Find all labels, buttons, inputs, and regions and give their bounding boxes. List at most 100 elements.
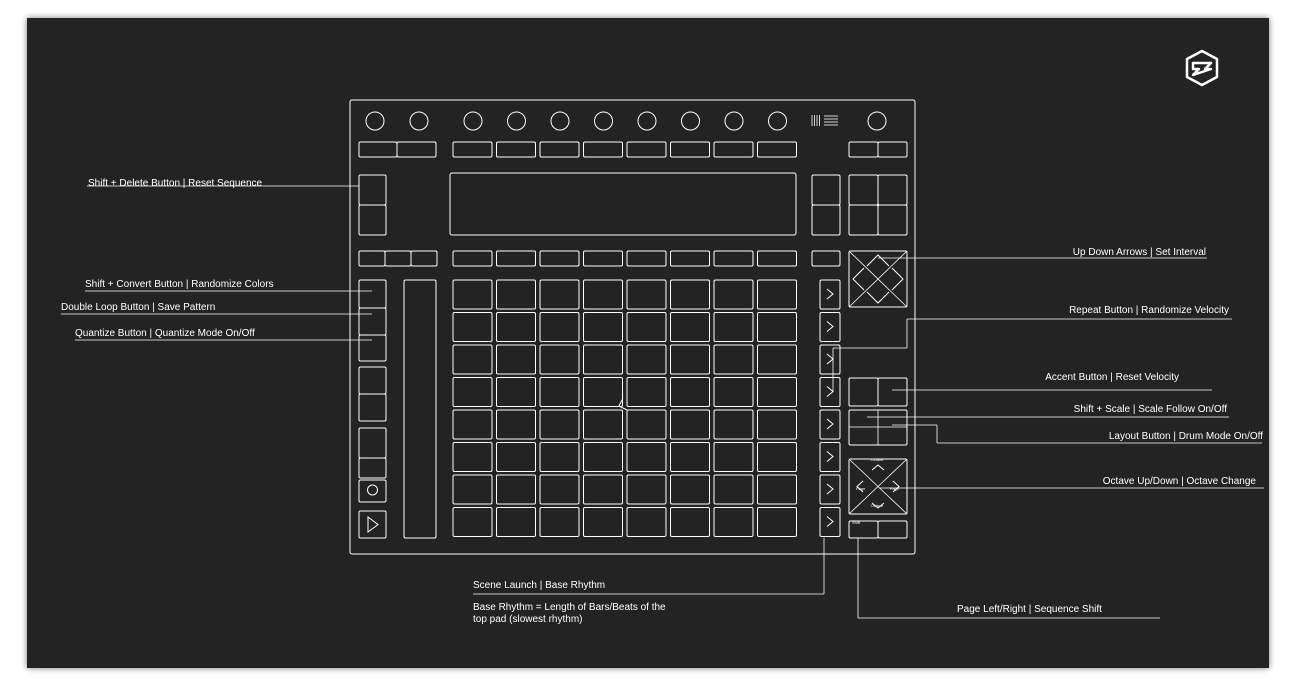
pad-center-mark bbox=[618, 397, 628, 411]
pad-r6-c2 bbox=[496, 442, 536, 472]
pad-r3-c8 bbox=[757, 344, 797, 375]
pad-r6-c6 bbox=[670, 442, 710, 472]
scene-launch-arrow-icon bbox=[826, 386, 834, 397]
record-icon bbox=[367, 484, 378, 496]
page-label-right: Page bbox=[890, 486, 900, 491]
play-icon bbox=[367, 516, 379, 533]
pad-r4-c8 bbox=[757, 377, 797, 407]
ableton-push-logo-icon bbox=[1185, 49, 1219, 87]
scene-launch-button-2 bbox=[819, 312, 841, 342]
pad-r5-c2 bbox=[496, 409, 536, 440]
pad-r1-c4 bbox=[583, 279, 623, 310]
octave-page-cluster bbox=[848, 458, 908, 515]
track-encoder-7 bbox=[724, 111, 744, 131]
pad-r3-c5 bbox=[626, 344, 667, 375]
pad-r5-c3 bbox=[539, 409, 580, 440]
pad-r4-c3 bbox=[539, 377, 580, 407]
left-column-button-6 bbox=[358, 427, 387, 459]
pad-r8-c3 bbox=[539, 507, 580, 537]
diagram-frame: Octave Octave Page Page Shift Shift + De… bbox=[27, 18, 1269, 668]
pad-r3-c7 bbox=[713, 344, 754, 375]
pad-r1-c1 bbox=[452, 279, 493, 310]
lower-track-button-3 bbox=[539, 250, 580, 267]
touch-strip bbox=[403, 279, 437, 539]
scene-launch-arrow-icon bbox=[826, 418, 834, 430]
pad-r7-c6 bbox=[670, 474, 710, 505]
pad-r1-c5 bbox=[626, 279, 667, 310]
scene-launch-button-3 bbox=[819, 344, 841, 375]
pad-r5-c8 bbox=[757, 409, 797, 440]
play-button bbox=[358, 510, 387, 539]
push-controller bbox=[349, 99, 916, 555]
scene-launch-arrow-icon bbox=[826, 288, 834, 300]
pad-r7-c2 bbox=[496, 474, 536, 505]
pad-r6-c4 bbox=[583, 442, 623, 472]
scene-launch-arrow-icon bbox=[826, 483, 834, 495]
pad-r4-c2 bbox=[496, 377, 536, 407]
top-right-button-2 bbox=[877, 141, 908, 158]
callout-repeat: Repeat Button | Randomize Velocity bbox=[1069, 305, 1229, 316]
pad-r7-c7 bbox=[713, 474, 754, 505]
device-outline bbox=[349, 99, 916, 555]
upper-track-button-3 bbox=[539, 141, 580, 158]
logo-mark bbox=[1191, 61, 1213, 77]
pad-r6-c5 bbox=[626, 442, 667, 472]
pad-r2-c1 bbox=[452, 312, 493, 342]
record-button bbox=[358, 457, 387, 479]
pad-r5-c4 bbox=[583, 409, 623, 440]
callout-scene-launch: Scene Launch | Base Rhythm bbox=[473, 580, 606, 591]
pad-r2-c6 bbox=[670, 312, 710, 342]
pad-r8-c8 bbox=[757, 507, 797, 537]
select-button bbox=[877, 520, 908, 539]
double-loop-button bbox=[358, 307, 387, 336]
pad-r5-c7 bbox=[713, 409, 754, 440]
octave-label-bottom: Octave bbox=[871, 503, 884, 508]
pad-r5-c6 bbox=[670, 409, 710, 440]
arrow-cluster bbox=[848, 250, 908, 308]
top-right-button-1 bbox=[848, 141, 879, 158]
pad-r2-c4 bbox=[583, 312, 623, 342]
callout-accent: Accent Button | Reset Velocity bbox=[1045, 372, 1179, 383]
pad-r7-c8 bbox=[757, 474, 797, 505]
logo-hexagon bbox=[1185, 49, 1219, 87]
octave-down-arrow-icon bbox=[871, 502, 885, 509]
scene-launch-arrow-icon bbox=[826, 321, 834, 332]
track-encoder-4 bbox=[594, 111, 613, 131]
scene-launch-button-4 bbox=[819, 377, 841, 407]
scene-launch-button-5 bbox=[819, 409, 841, 440]
pad-r7-c4 bbox=[583, 474, 623, 505]
right-grid-button-2 bbox=[877, 174, 908, 206]
callout-double-loop: Double Loop Button | Save Pattern bbox=[61, 302, 216, 313]
lower-track-button-8 bbox=[757, 250, 797, 267]
master-encoder bbox=[867, 111, 887, 131]
pad-r4-c6 bbox=[670, 377, 710, 407]
track-encoder-8 bbox=[768, 111, 787, 131]
pad-r1-c2 bbox=[496, 279, 536, 310]
pad-r1-c7 bbox=[713, 279, 754, 310]
pad-r5-c5 bbox=[626, 409, 667, 440]
page-label-left: Page bbox=[856, 486, 866, 491]
right-grid-button-3 bbox=[848, 204, 879, 236]
pad-r3-c4 bbox=[583, 344, 623, 375]
lower-right-button bbox=[811, 250, 841, 267]
convert-row-button-3 bbox=[410, 250, 438, 267]
pad-r5-c1 bbox=[452, 409, 493, 440]
lower-track-button-1 bbox=[452, 250, 493, 267]
pad-r8-c1 bbox=[452, 507, 493, 537]
lower-track-button-6 bbox=[670, 250, 710, 267]
scene-launch-arrow-icon bbox=[826, 516, 834, 527]
pad-r3-c1 bbox=[452, 344, 493, 375]
upper-track-button-2 bbox=[496, 141, 536, 158]
left-arrow-icon bbox=[852, 267, 865, 291]
pad-r4-c1 bbox=[452, 377, 493, 407]
browse-button bbox=[811, 204, 841, 236]
track-encoder-1 bbox=[463, 111, 483, 131]
lower-track-button-2 bbox=[496, 250, 536, 267]
pad-r8-c6 bbox=[670, 507, 710, 537]
pad-r4-c7 bbox=[713, 377, 754, 407]
pad-r8-c4 bbox=[583, 507, 623, 537]
pad-r2-c2 bbox=[496, 312, 536, 342]
pad-r8-c2 bbox=[496, 507, 536, 537]
callout-layout: Layout Button | Drum Mode On/Off bbox=[1108, 431, 1263, 442]
upper-track-button-8 bbox=[757, 141, 797, 158]
